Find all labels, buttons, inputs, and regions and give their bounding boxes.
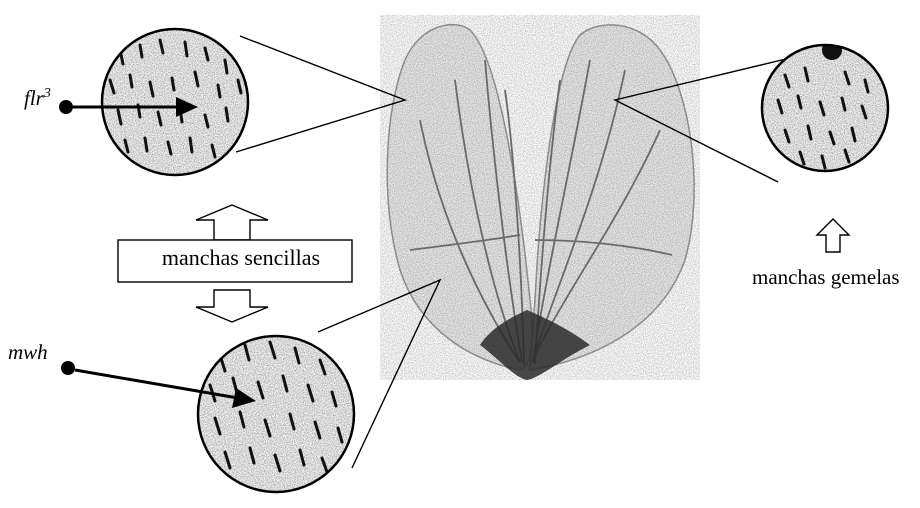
magnified-circle-mwh bbox=[196, 334, 356, 494]
label-mwh: mwh bbox=[8, 340, 48, 365]
zoom-lines-flr3 bbox=[236, 36, 405, 152]
label-single-spots: manchas sencillas bbox=[136, 245, 346, 271]
magnified-circle-flr3 bbox=[100, 27, 250, 177]
label-flr3-main: flr bbox=[24, 86, 44, 110]
marker-dot-mwh bbox=[61, 361, 75, 375]
wing-pair bbox=[380, 15, 700, 380]
label-twin-spots: manchas gemelas bbox=[752, 265, 900, 290]
up-arrow-twin bbox=[817, 219, 849, 252]
label-flr3: flr3 bbox=[24, 86, 51, 111]
label-flr3-superscript: 3 bbox=[44, 86, 51, 101]
marker-dot-flr3 bbox=[59, 100, 73, 114]
